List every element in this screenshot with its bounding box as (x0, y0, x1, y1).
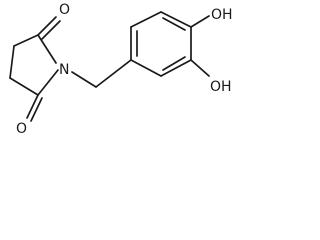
bond-n-ch2 (71, 71, 97, 88)
bond-aryl-2 (130, 11, 162, 28)
atom-hydroxyl-bottom: OH (210, 79, 232, 95)
bond-aryl-5 (160, 59, 192, 77)
bond-ring-c4-c3 (9, 45, 15, 79)
bond-aryl-6 (130, 59, 162, 77)
bond-carbonyl-bottom-1 (26, 94, 39, 119)
atom-oxygen-bottom: O (16, 121, 27, 137)
atom-oxygen-top: O (59, 2, 70, 18)
bond-carbonyl-bottom-2 (30, 97, 43, 122)
atom-nitrogen: N (59, 62, 69, 78)
bond-ring-n-c5 (37, 69, 59, 96)
bond-aryl-inner-bottom (162, 56, 186, 71)
bond-aryl-3 (160, 11, 192, 28)
bond-carbonyl-top-2 (41, 20, 61, 40)
bond-hydroxyl-top (190, 15, 210, 28)
bond-ring-c2-n (37, 34, 57, 64)
atom-hydroxyl-top: OH (211, 7, 233, 23)
bond-carbonyl-top-1 (37, 16, 57, 36)
structure-diagram: O O N OH OH (9, 2, 233, 137)
bond-aryl-inner-top (162, 17, 186, 31)
bond-ch2-aryl (95, 59, 132, 88)
bond-ring-c3-c2 (13, 34, 39, 47)
bond-hydroxyl-bottom (190, 59, 210, 77)
bond-ring-c5-c4 (9, 77, 39, 96)
